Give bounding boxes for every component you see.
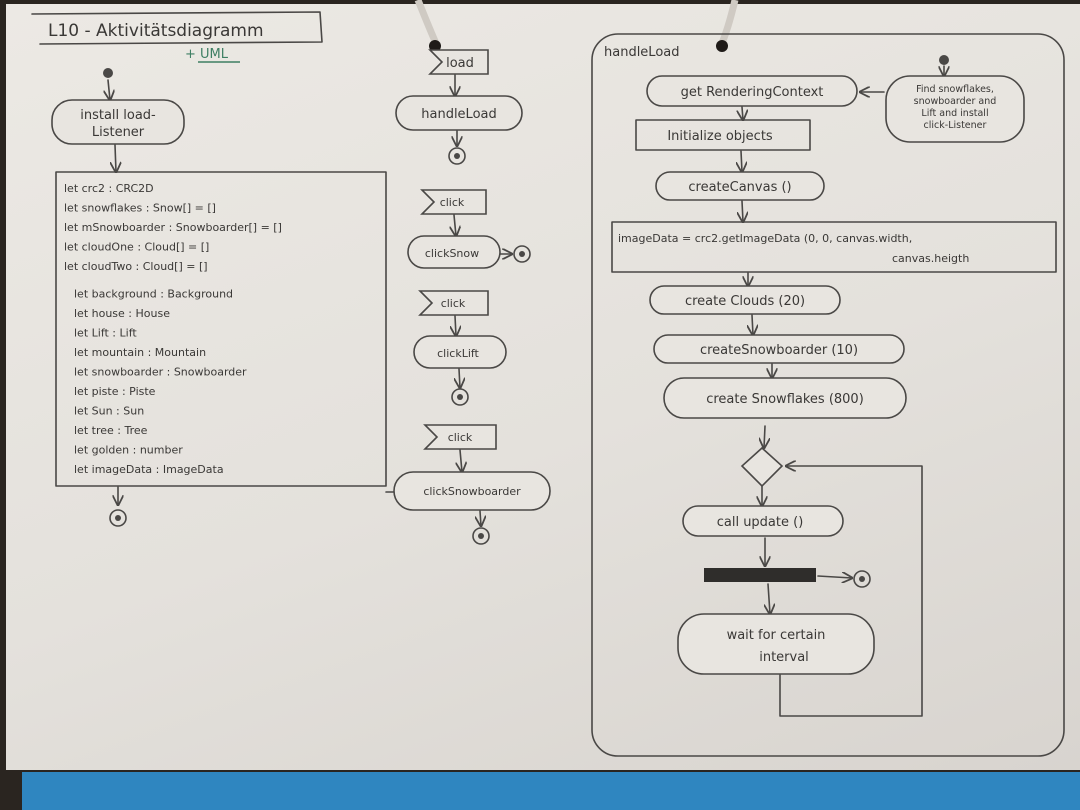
image-data-label: imageData = crc2.getImageData (0, 0, can… xyxy=(618,232,912,245)
declaration-line: let tree : Tree xyxy=(74,424,148,437)
declaration-line: let Lift : Lift xyxy=(74,327,137,340)
image-data-label-2: canvas.heigth xyxy=(892,252,969,265)
create-snowflakes-label: create Snowflakes (800) xyxy=(706,392,864,407)
create-canvas-node xyxy=(655,171,825,201)
click-signal-2 xyxy=(418,290,489,316)
end-node-click-snow xyxy=(513,245,531,263)
start-node-right xyxy=(939,55,949,65)
binder-rings xyxy=(414,0,739,52)
get-context-node xyxy=(646,75,858,107)
start-node-left xyxy=(103,68,113,78)
install-listener-line2: Listener xyxy=(92,125,145,140)
declaration-line: let mountain : Mountain xyxy=(74,346,206,359)
init-objects-node xyxy=(635,119,811,151)
note-line-3: Lift and install xyxy=(921,108,988,119)
blue-table-edge xyxy=(22,772,1080,810)
create-snowboarder-node xyxy=(653,334,905,364)
load-signal-label: load xyxy=(446,56,474,71)
wait-line-1: wait for certain xyxy=(727,628,826,643)
note-line-4: click-Listener xyxy=(924,120,987,131)
call-update-label: call update () xyxy=(717,515,804,530)
declaration-line: let mSnowboarder : Snowboarder[] = [] xyxy=(64,221,282,234)
note-line-2: snowboarder and xyxy=(914,96,997,107)
find-objects-node xyxy=(885,75,1025,143)
end-node-click-lift xyxy=(451,388,469,406)
click-signal-2-label: click xyxy=(441,297,466,310)
create-snowboarder-label: createSnowboarder (10) xyxy=(700,343,858,358)
loop-back-arrow xyxy=(779,466,923,717)
declaration-line: let house : House xyxy=(74,307,170,320)
declaration-line: let golden : number xyxy=(74,444,183,457)
install-listener-node xyxy=(51,99,185,145)
declaration-line: let cloudTwo : Cloud[] = [] xyxy=(64,260,208,273)
declaration-line: let background : Background xyxy=(74,288,233,301)
middle-flow: load handleLoad click clickSnow click cl… xyxy=(393,49,551,545)
load-signal xyxy=(428,49,489,75)
create-clouds-node xyxy=(649,285,841,315)
declaration-line: let snowboarder : Snowboarder xyxy=(74,366,247,379)
create-canvas-label: createCanvas () xyxy=(688,180,791,195)
click-signal-3 xyxy=(423,424,497,450)
click-signal-1 xyxy=(420,189,487,215)
declaration-line: let crc2 : CRC2D xyxy=(64,182,154,195)
handle-load-label: handleLoad xyxy=(421,107,497,122)
end-node-left xyxy=(109,509,127,527)
declaration-line: let cloudOne : Cloud[] = [] xyxy=(64,241,209,254)
wait-line-2: interval xyxy=(759,650,809,665)
declaration-line: let snowflakes : Snow[] = [] xyxy=(64,202,216,215)
diagram-subtitle: + UML xyxy=(185,47,229,62)
click-snow-node xyxy=(407,235,501,269)
click-lift-node xyxy=(413,335,507,369)
declaration-line: let piste : Piste xyxy=(74,385,156,398)
declaration-line: let Sun : Sun xyxy=(74,405,144,418)
declarations-list: let crc2 : CRC2D let snowflakes : Snow[] … xyxy=(64,182,282,476)
wait-interval-node xyxy=(677,613,875,675)
end-node-handle-load xyxy=(448,147,466,165)
note-line-1: Find snowflakes, xyxy=(916,84,994,95)
click-snowboarder-label: clickSnowboarder xyxy=(423,485,521,498)
end-node-update xyxy=(853,570,871,588)
fork-bar xyxy=(704,568,816,582)
create-snowflakes-node xyxy=(663,377,907,419)
handle-load-frame xyxy=(591,33,1065,757)
click-lift-label: clickLift xyxy=(437,347,479,360)
right-flow: handleLoad get RenderingContext Find sno… xyxy=(591,33,1065,757)
click-snow-label: clickSnow xyxy=(425,247,479,260)
click-signal-3-label: click xyxy=(448,431,473,444)
left-flow: install load- Listener let crc2 : CRC2Dl… xyxy=(51,68,401,527)
end-node-click-snowboarder xyxy=(472,527,490,545)
get-context-label: get RenderingContext xyxy=(681,85,824,100)
declaration-line: let imageData : ImageData xyxy=(74,463,224,476)
click-snowboarder-node xyxy=(393,471,551,511)
handle-load-node xyxy=(395,95,523,131)
click-signal-1-label: click xyxy=(440,196,465,209)
merge-diamond xyxy=(740,446,784,488)
image-data-node xyxy=(611,221,1057,273)
init-objects-label: Initialize objects xyxy=(667,129,773,144)
call-update-node xyxy=(682,505,844,537)
diagram-title: L10 - Aktivitätsdiagramm xyxy=(48,21,264,41)
install-listener-line1: install load- xyxy=(80,108,156,123)
handle-load-frame-label: handleLoad xyxy=(604,45,680,60)
create-clouds-label: create Clouds (20) xyxy=(685,294,805,309)
declarations-box xyxy=(55,171,387,487)
title-box: L10 - Aktivitätsdiagramm + UML xyxy=(31,11,323,63)
